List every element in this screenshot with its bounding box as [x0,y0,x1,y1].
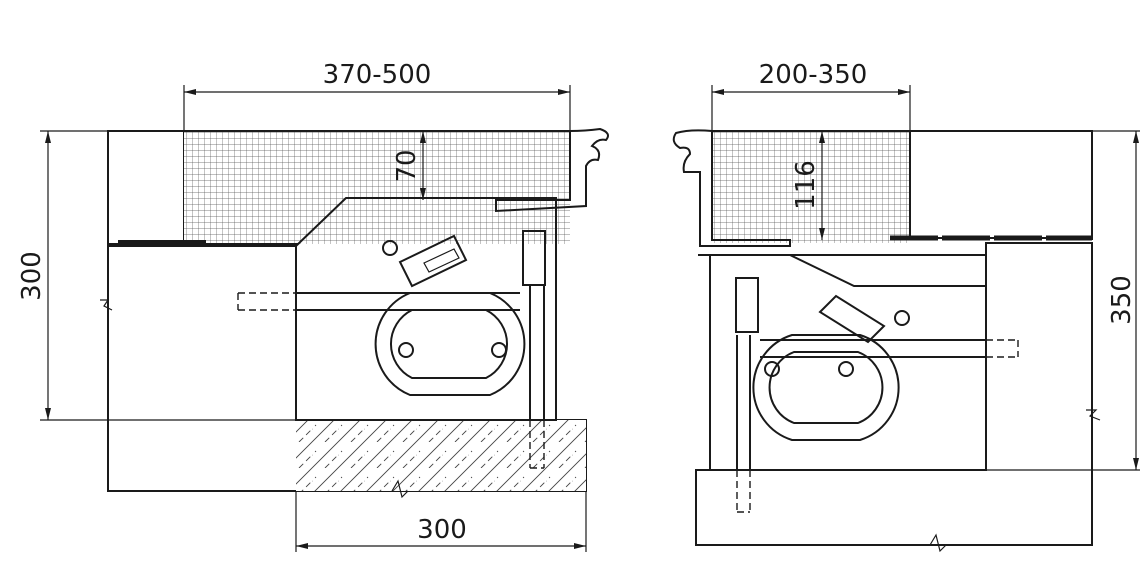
left-striped-layer [107,130,185,245]
right-concrete [695,242,1093,546]
right-pipe [760,339,986,358]
left-grid-floor [184,131,570,244]
right-grid-floor [712,131,910,243]
left-bolt-2 [398,342,414,358]
left-bolt-1 [382,240,398,256]
right-striped-layer [909,130,1093,239]
left-bolt-3 [491,342,507,358]
left-section: 370-500 70 300 300 [17,60,609,552]
left-plate-hatch [423,248,460,273]
left-coil-outer [374,292,526,396]
right-section: 200-350 116 350 [672,60,1140,553]
left-dark-strip [118,240,206,246]
left-break-mark-1 [100,299,113,311]
right-coil-inner [768,351,884,424]
left-vertical-bracket [522,230,546,286]
left-break-mark-2 [391,479,409,499]
right-bolt-2 [764,361,780,377]
dim-left-depth: 70 [392,149,422,182]
left-bottom-dim-ext [295,491,587,552]
left-concrete-inner [296,420,586,491]
right-break-mark-1 [1086,409,1101,421]
right-frame-profile [672,129,791,247]
left-angled-plate [398,234,468,288]
left-coil-tail [529,285,545,420]
right-pipe-dashed [986,339,1019,358]
left-frame-profile [495,127,609,213]
right-coil-tail-dashed [736,470,751,513]
dim-right-top: 200-350 [759,60,868,90]
left-height-dim-ext [40,130,296,421]
dim-left-height: 300 [17,251,47,301]
dim-left-bottom: 300 [417,515,467,545]
right-vertical-bracket [735,277,759,333]
dim-right-depth: 116 [791,160,821,210]
left-coil-inner [390,309,508,379]
dim-left-top: 370-500 [323,60,432,90]
dim-right-height: 350 [1107,275,1137,325]
right-bolt-1 [894,310,910,326]
left-pipe-dashed [237,292,296,311]
left-coil-tail-dashed [529,420,545,469]
left-pipe [296,292,520,311]
right-break-mark-2 [929,533,947,553]
right-angled-plate [818,294,886,344]
right-coil-outer [752,334,900,441]
right-height-dim-ext [986,130,1140,471]
left-trench [295,197,557,421]
right-coil-tail [736,335,751,470]
right-bolt-3 [838,361,854,377]
